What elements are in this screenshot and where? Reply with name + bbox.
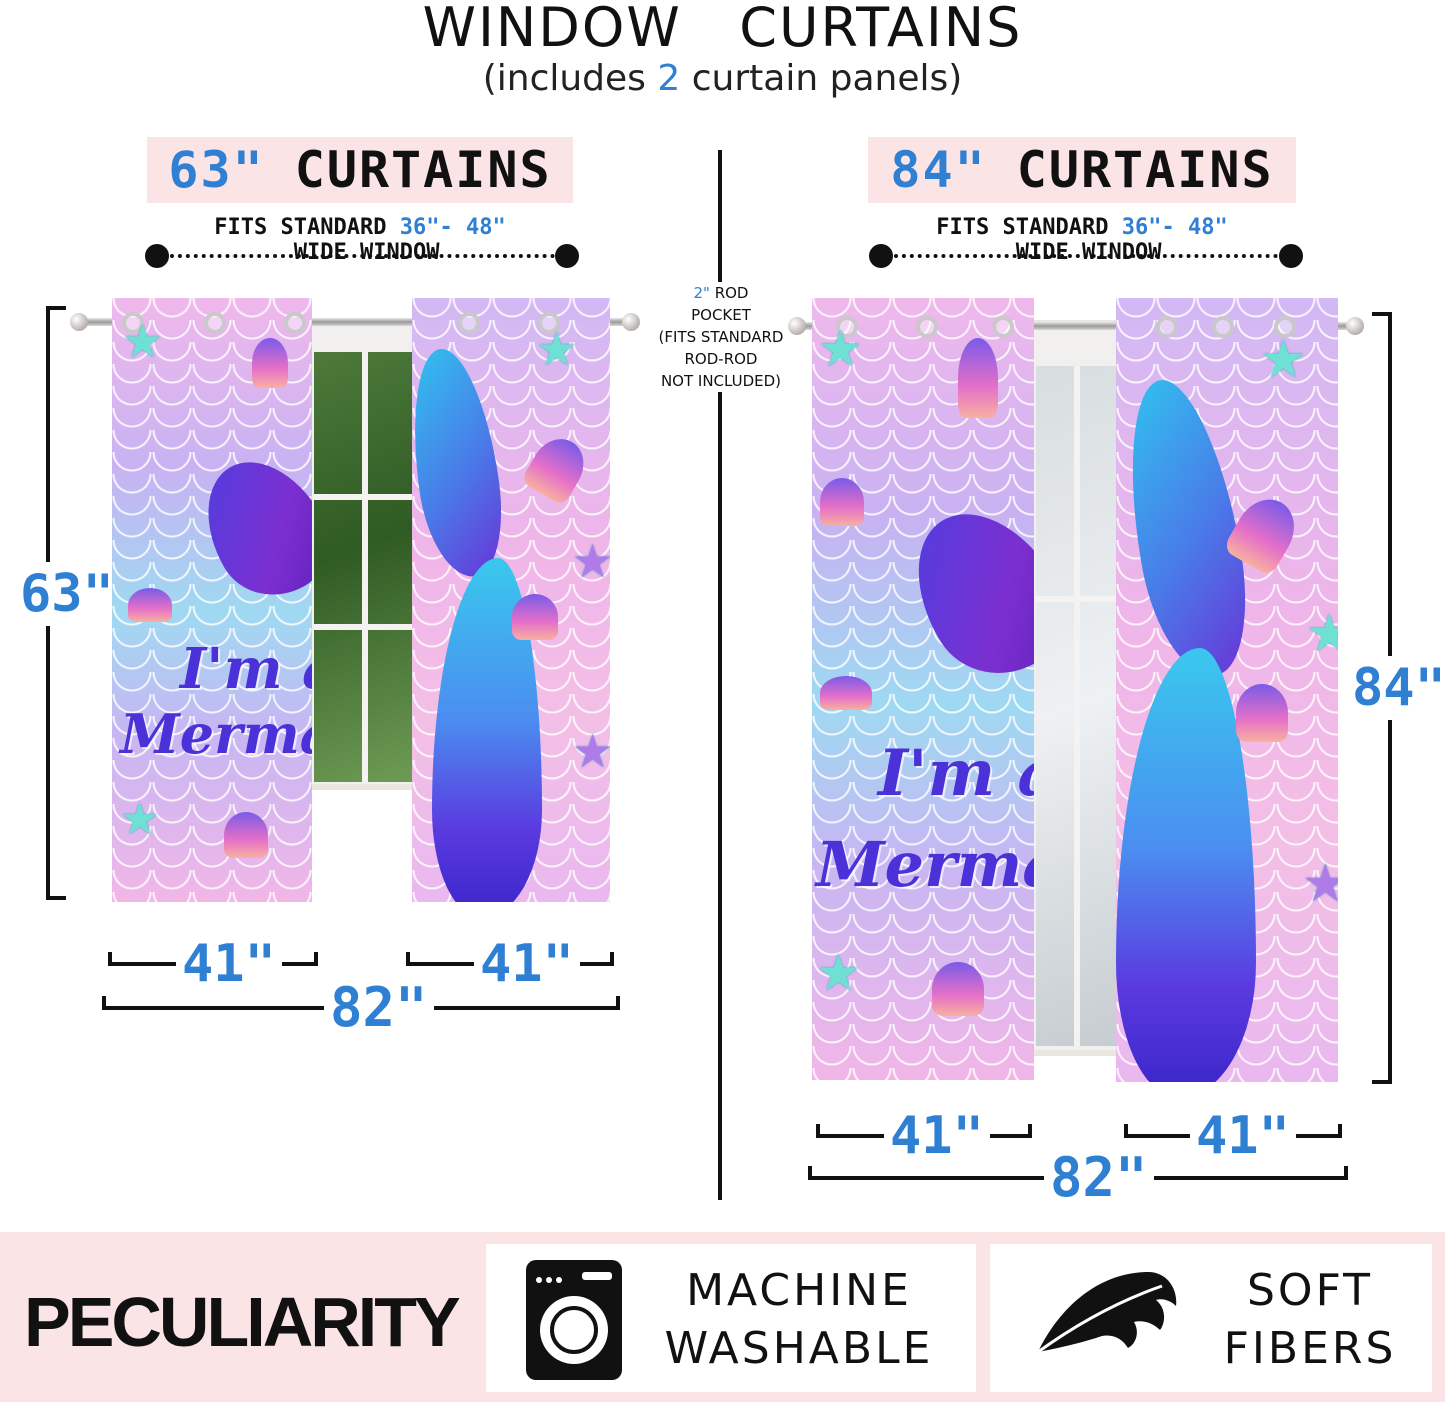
fits-range: 36"- 48" [1121, 215, 1228, 240]
print-line-1: I'm a [180, 636, 312, 702]
height-dimension: 84" [1352, 656, 1445, 720]
dot-right-start [869, 244, 893, 268]
rod-finial [70, 313, 88, 331]
height-dimension: 63" [20, 562, 114, 626]
rod-note-line-3: (FITS STANDARD [658, 328, 784, 346]
page-subtitle: (includes 2 curtain panels) [0, 58, 1445, 99]
size-label-text: CURTAINS [1016, 141, 1274, 199]
rod-note-line-2: POCKET [691, 306, 751, 324]
feature-line-2: FIBERS [1223, 1323, 1397, 1374]
fits-prefix: FITS STANDARD [936, 215, 1122, 240]
print-line-2: Mermaid [120, 702, 312, 766]
dot-left-start [145, 244, 169, 268]
feature-card-machine-washable: MACHINE WASHABLE [486, 1244, 976, 1392]
total-width-dimension: 82" [324, 976, 434, 1039]
feature-line-1: MACHINE [686, 1265, 912, 1316]
feature-text: MACHINE WASHABLE [646, 1262, 952, 1378]
rod-finial [1346, 317, 1364, 335]
dot-left-end [555, 244, 579, 268]
size-label-84: 84" CURTAINS [868, 137, 1296, 203]
subtitle-suffix: curtain panels) [680, 58, 963, 99]
feather-icon [1037, 1272, 1177, 1354]
feature-card-soft-fibers: SOFT FIBERS [990, 1244, 1432, 1392]
size-value: 84" [890, 141, 987, 199]
size-label-text: CURTAINS [294, 141, 552, 199]
rod-note-line-5: NOT INCLUDED) [660, 372, 782, 390]
print-line-2: Mermaid [816, 828, 1034, 901]
rod-pocket-note: 2" ROD POCKET (FITS STANDARD ROD-ROD NOT… [650, 282, 792, 392]
print-line-1: I'm a [878, 736, 1034, 811]
dot-right-end [1279, 244, 1303, 268]
page-title: WINDOW CURTAINS [422, 0, 1023, 59]
total-width-dimension: 82" [1044, 1146, 1154, 1209]
panel-count: 2 [657, 58, 681, 99]
feature-text: SOFT FIBERS [1204, 1262, 1416, 1378]
curtain-panel: ★ ★ ★ [412, 298, 610, 902]
panel-width-dimension: 41" [1190, 1106, 1296, 1166]
feature-line-2: WASHABLE [664, 1323, 934, 1374]
features-label: PECULIARITY [24, 1283, 461, 1361]
washing-machine-icon [526, 1260, 622, 1380]
curtain-rod [796, 322, 1354, 330]
rod-finial [622, 313, 640, 331]
feature-line-1: SOFT [1247, 1265, 1373, 1316]
dotted-width-line [894, 254, 1278, 258]
fits-range: 36"- 48" [399, 215, 506, 240]
curtain-panel: ★ ★ ★ [1116, 298, 1338, 1082]
dotted-width-line [170, 254, 555, 258]
rod-note-line-4: ROD-ROD [684, 350, 758, 368]
section-divider [718, 150, 722, 1200]
rod-finial [788, 317, 806, 335]
window-frame [300, 318, 428, 790]
fits-suffix: WIDE WINDOW [280, 240, 440, 265]
fits-suffix: WIDE WINDOW [1002, 240, 1162, 265]
panel-width-dimension: 41" [474, 934, 580, 994]
fits-window-note: FITS STANDARD 36"- 48" WIDE WINDOW [147, 215, 573, 265]
subtitle-prefix: (includes [482, 58, 658, 99]
fits-window-note: FITS STANDARD 36"- 48" WIDE WINDOW [868, 215, 1296, 265]
size-label-63: 63" CURTAINS [147, 137, 573, 203]
fits-prefix: FITS STANDARD [214, 215, 400, 240]
rod-note-line-1: 2" ROD [650, 282, 792, 304]
curtain-panel: ★ ★ I'm a Mermaid [812, 298, 1034, 1080]
rod-pocket-size: 2" [693, 284, 710, 302]
panel-width-dimension: 41" [884, 1106, 990, 1166]
size-value: 63" [168, 141, 265, 199]
curtain-rod [80, 318, 628, 326]
rod-note-text: ROD [709, 284, 749, 302]
curtain-panel: ★ ★ I'm a Mermaid [112, 298, 312, 902]
panel-width-dimension: 41" [176, 934, 282, 994]
